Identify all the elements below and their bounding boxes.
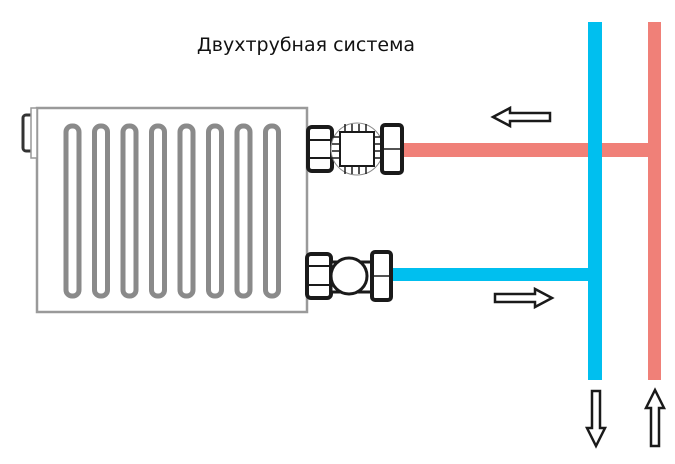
radiator-fin — [206, 123, 224, 299]
radiator-fin — [234, 123, 253, 299]
radiator-fin — [149, 123, 167, 299]
diagram-title: Двухтрубная система — [196, 34, 416, 56]
arrow-left-icon — [490, 105, 552, 129]
radiator-fin — [120, 123, 139, 299]
supply-pipe — [400, 22, 661, 380]
radiator-fin — [63, 123, 82, 299]
radiator-fin — [92, 123, 110, 299]
radiator-icon — [21, 106, 309, 314]
radiator-fin — [177, 123, 196, 299]
arrow-right-icon — [493, 286, 555, 310]
thermostatic-valve-icon — [306, 122, 404, 176]
shutoff-valve-icon — [305, 250, 393, 302]
arrow-down-icon — [584, 389, 608, 449]
return-pipe — [388, 22, 602, 380]
radiator-fin — [263, 123, 281, 299]
arrow-up-icon — [643, 387, 667, 448]
